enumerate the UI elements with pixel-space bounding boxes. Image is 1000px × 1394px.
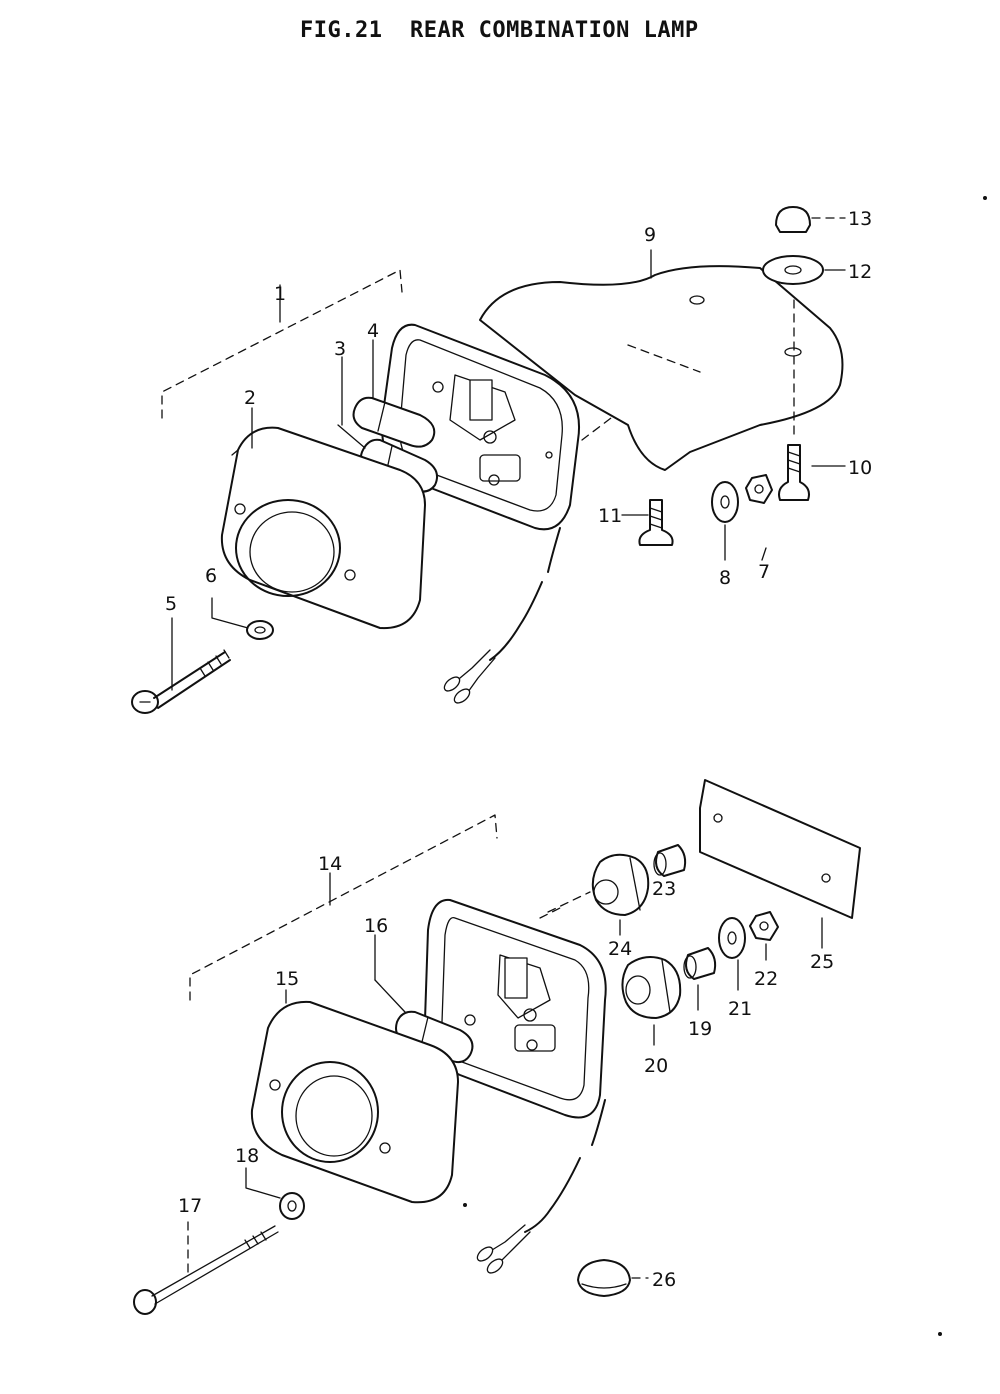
callout-26: 26 — [652, 1269, 676, 1291]
callout-12: 12 — [848, 261, 872, 283]
lower-assembly-group — [133, 196, 987, 1336]
callout-8: 8 — [719, 567, 731, 589]
callout-1: 1 — [274, 283, 286, 305]
figure-title: FIG.21 REAR COMBINATION LAMP — [300, 18, 699, 43]
cap-nut-13 — [775, 206, 846, 233]
collar-19 — [683, 947, 717, 1011]
washer-18 — [245, 1167, 305, 1220]
callout-6: 6 — [205, 565, 217, 587]
callout-2: 2 — [244, 387, 256, 409]
callout-10: 10 — [848, 457, 872, 479]
lens-15 — [250, 989, 467, 1207]
washer-21 — [718, 917, 746, 991]
nut-22 — [749, 911, 779, 961]
callout-23: 23 — [652, 878, 676, 900]
grommet-20 — [621, 955, 682, 1046]
screw-10 — [778, 299, 846, 501]
washer-8 — [711, 481, 739, 561]
nut-7 — [745, 474, 773, 561]
lamp-base-housing-lower — [424, 898, 607, 1274]
callout-labels: 1 2 3 4 5 6 7 8 9 10 11 12 13 14 15 16 1… — [165, 208, 872, 1291]
callout-17: 17 — [178, 1195, 202, 1217]
upper-assembly-group — [131, 206, 846, 714]
callout-13: 13 — [848, 208, 872, 230]
callout-4: 4 — [367, 320, 379, 342]
screw-11 — [621, 499, 674, 546]
screw-5 — [131, 617, 231, 714]
cap-26 — [577, 1259, 649, 1297]
assembly-bracket-1 — [161, 269, 403, 419]
grommet-24 — [547, 853, 650, 936]
assembly-bracket-14 — [189, 814, 498, 1001]
collar-23 — [653, 844, 687, 877]
callout-21: 21 — [728, 998, 752, 1020]
callout-19: 19 — [688, 1018, 712, 1040]
callout-11: 11 — [598, 505, 622, 527]
callout-9: 9 — [644, 224, 656, 246]
lens-2 — [220, 407, 426, 630]
callout-5: 5 — [165, 593, 177, 615]
callout-22: 22 — [754, 968, 778, 990]
callout-15: 15 — [275, 968, 299, 990]
callout-14: 14 — [318, 853, 342, 875]
plate-bracket-25 — [699, 779, 861, 949]
callout-24: 24 — [608, 938, 632, 960]
callout-7: 7 — [758, 561, 770, 583]
washer-12 — [762, 255, 846, 285]
callout-16: 16 — [364, 915, 388, 937]
callout-18: 18 — [235, 1145, 259, 1167]
callout-20: 20 — [644, 1055, 668, 1077]
callout-3: 3 — [334, 338, 346, 360]
callout-25: 25 — [810, 951, 834, 973]
bulb-4 — [352, 396, 436, 448]
mounting-bracket-9 — [479, 265, 844, 471]
screw-17 — [133, 1221, 279, 1315]
washer-6 — [211, 597, 274, 640]
